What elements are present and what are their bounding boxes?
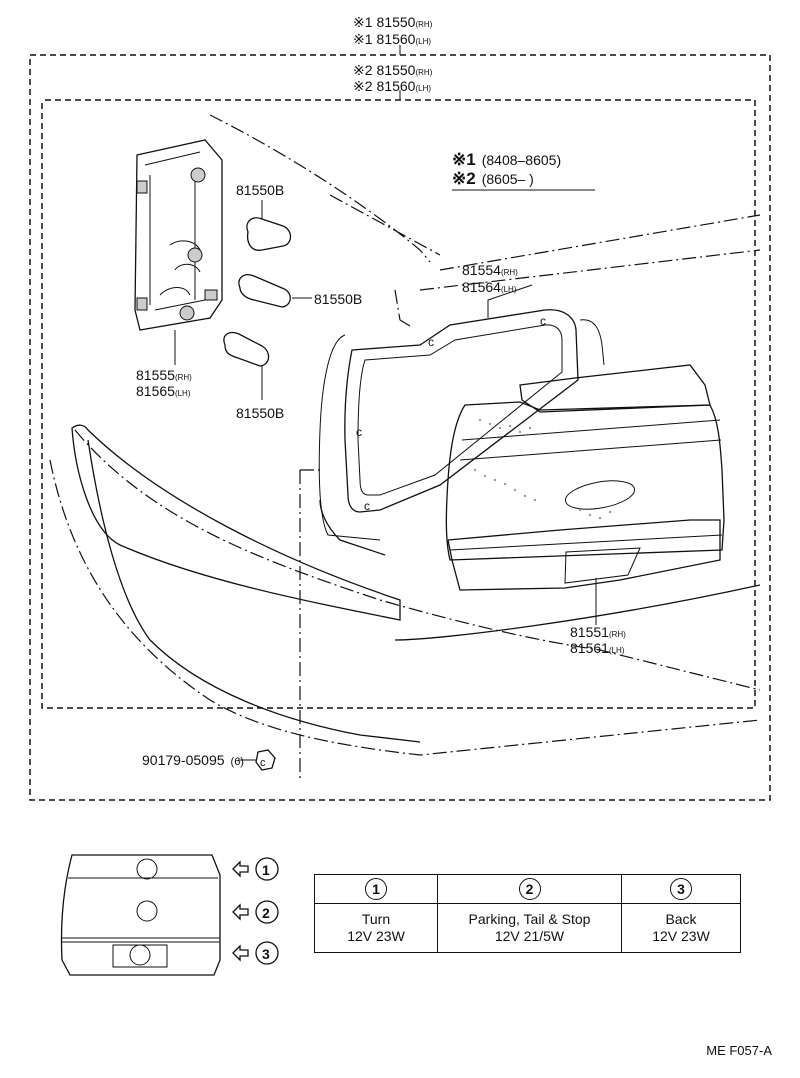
svg-text:c: c <box>428 335 434 349</box>
svg-text:c: c <box>364 499 370 513</box>
outer-assembly-box <box>29 54 771 801</box>
lens-lh-label: 81561(LH) <box>570 640 625 656</box>
body-right-edge <box>319 499 761 641</box>
inner-assembly-box <box>41 99 756 709</box>
gasket-rh-label: 81554(RH) <box>462 262 518 278</box>
spec-rating: 12V 21/5W <box>494 928 565 944</box>
bulb-spec-table: 1 2 3 Turn 12V 23W Parking, Tail & Stop … <box>314 874 741 953</box>
bulb-top-label: 81550B <box>236 182 284 198</box>
gasket-lh-label: 81564(LH) <box>462 279 517 295</box>
position-2-marker: 2 <box>518 878 541 900</box>
figure-code: ME F057-A <box>706 1043 772 1058</box>
bulb-middle <box>238 274 312 308</box>
body-bumper-line <box>49 459 761 756</box>
spec-function: Parking, Tail & Stop <box>468 911 591 927</box>
spec-function: Back <box>665 911 697 927</box>
arrow-icon <box>232 860 249 962</box>
spec-rating: 12V 23W <box>652 928 710 944</box>
socket-rh-label: 81555(RH) <box>136 367 192 383</box>
svg-text:2: 2 <box>262 905 270 921</box>
lamp-position-diagram <box>60 854 221 976</box>
svg-text:c: c <box>356 425 362 439</box>
legend-row1: ※1(8408–8605) <box>452 150 561 169</box>
svg-text:c: c <box>260 757 266 769</box>
car-body-outline <box>209 114 761 327</box>
svg-text:c: c <box>540 314 546 328</box>
position-3-marker: 3 <box>670 878 692 900</box>
legend-row2: ※2(8605– ) <box>452 169 534 188</box>
rear-garnish-lower <box>87 439 421 743</box>
lens-rh-label: 81551(RH) <box>570 624 626 640</box>
body-lower-line <box>74 429 761 691</box>
spec-table-row: Turn 12V 23W Parking, Tail & Stop 12V 21… <box>314 903 741 953</box>
bulb-bottom <box>223 331 270 400</box>
spec-rating: 12V 23W <box>347 928 405 944</box>
bulb-bottom-label: 81550B <box>236 405 284 421</box>
body-vertical-line <box>299 469 320 778</box>
lens-assembly <box>445 364 725 591</box>
spec-function: Turn <box>361 911 391 927</box>
svg-text:3: 3 <box>262 946 270 962</box>
spec-table-header: 1 2 3 <box>314 874 741 904</box>
nut-label: 90179-05095(6) <box>142 752 244 768</box>
position-1-marker: 1 <box>365 878 387 900</box>
svg-text:1: 1 <box>262 862 270 878</box>
nut-icon: c <box>255 749 276 771</box>
bulb-middle-label: 81550B <box>314 291 362 307</box>
bulb-top <box>246 200 292 251</box>
socket-lh-label: 81565(LH) <box>136 383 191 399</box>
gasket-leader <box>487 284 533 318</box>
gasket: c c c c <box>318 309 605 541</box>
bulb-socket-plate <box>134 139 223 331</box>
position-markers: 1 2 3 <box>255 857 279 965</box>
